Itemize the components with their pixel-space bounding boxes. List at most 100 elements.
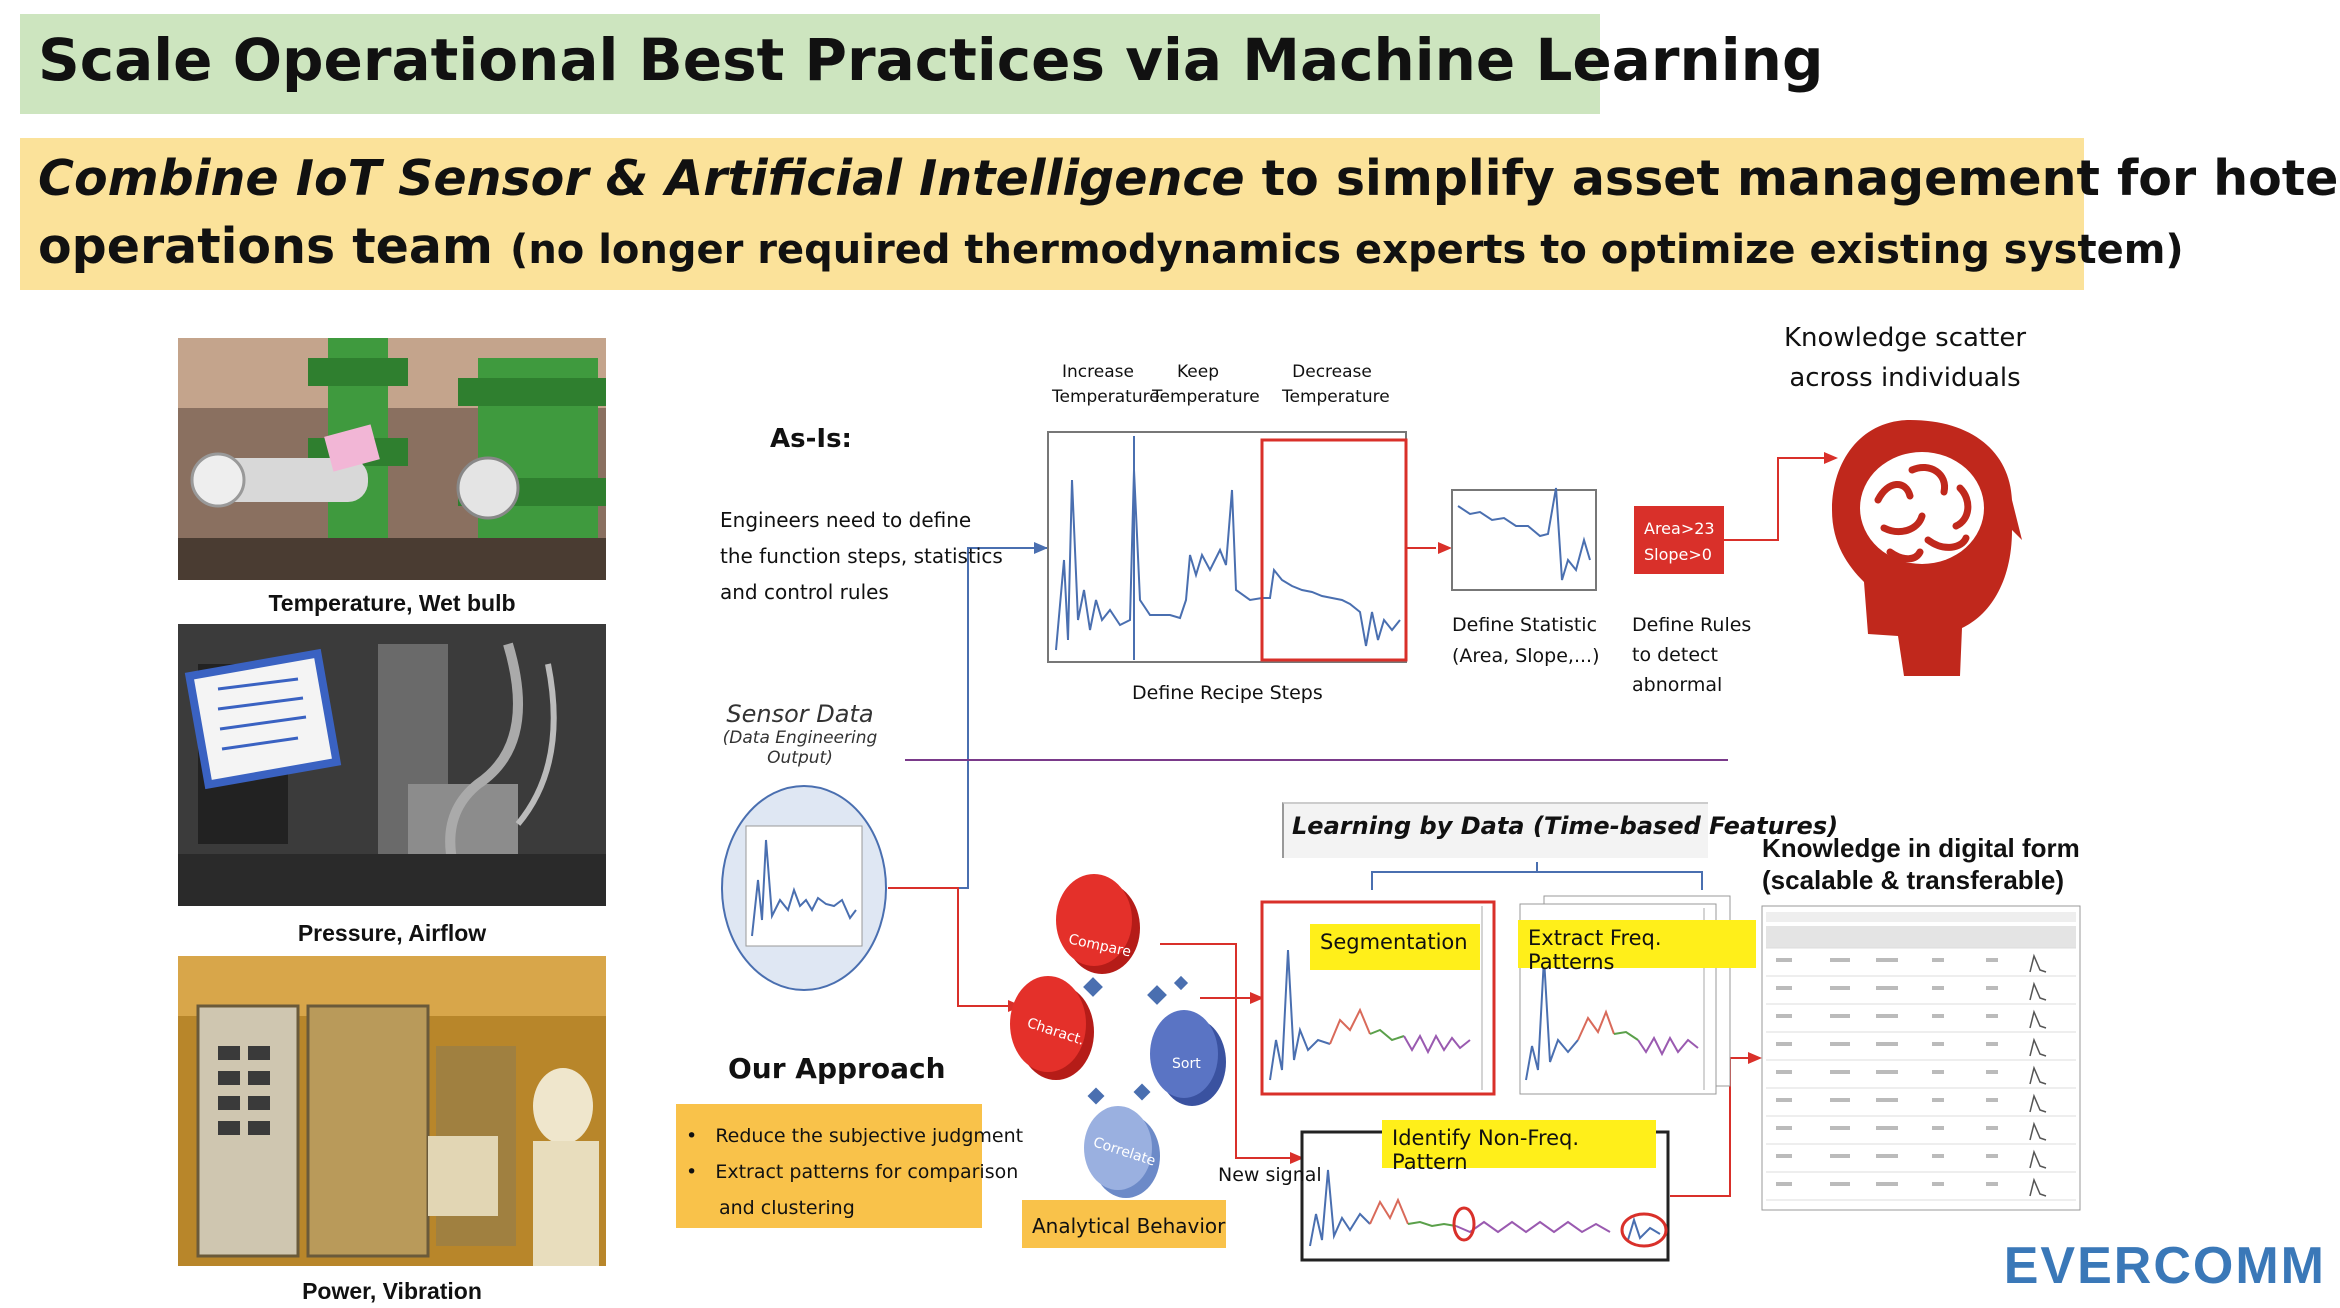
approach-bullet-1: • Reduce the subjective judgment: [686, 1118, 1023, 1154]
approach-bullet-2-text: Extract patterns for comparison: [715, 1161, 1019, 1183]
connector-behavior-to-segmentation: [1160, 943, 1302, 1159]
approach-bullet-3: and clustering: [686, 1190, 1023, 1226]
connector-rules-to-brain: [1724, 457, 1836, 541]
subtitle-banner: [20, 138, 2084, 290]
statistic-caption: Define Statistic (Area, Slope,...): [1452, 610, 1600, 672]
statistic-chart-frame: [1451, 489, 1597, 591]
evercomm-logo: EVERCOMM: [2003, 1237, 2326, 1295]
label-keep-l1: Keep: [1176, 362, 1219, 382]
label-increase-l1: Increase: [1062, 362, 1134, 382]
sensor-data-label: Sensor Data (Data Engineering Output): [700, 700, 900, 768]
arrowhead-knowledge-table: [1748, 1052, 1762, 1064]
segmentation-signal: [1269, 949, 1331, 1081]
segmentation-signal-4: [1403, 1033, 1471, 1055]
segmentation-label: Segmentation: [1310, 924, 1480, 970]
approach-bullet-2: • Extract patterns for comparison: [686, 1154, 1023, 1190]
sensor-mini-signal: [751, 839, 857, 937]
segmentation-signal-2: [1329, 1007, 1371, 1045]
knowledge-scatter-l1: Knowledge scatter: [1783, 323, 2027, 353]
knowledge-scatter-l2: across individuals: [1789, 363, 2021, 393]
extract-freq-label: Extract Freq. Patterns: [1518, 920, 1756, 974]
new-signal-label: New signal: [1218, 1164, 1322, 1186]
knowledge-digital-l2: (scalable & transferable): [1762, 865, 2065, 895]
arrowhead-seg2: [1250, 992, 1264, 1004]
statistic-signal: [1457, 487, 1591, 581]
rules-caption: Define Rules to detect abnormal: [1632, 610, 1751, 700]
bullet-dot-icon: •: [686, 1161, 716, 1183]
knowledge-table-frame: [1761, 905, 2081, 1211]
our-approach-box: [676, 1104, 982, 1228]
title-banner: [20, 14, 1600, 114]
rules-caption-l1: Define Rules: [1632, 614, 1752, 636]
segmentation-signal-3: [1369, 1028, 1405, 1042]
rules-box: [1634, 506, 1724, 574]
arrowhead-nonfreq: [1290, 1152, 1304, 1164]
photo-caption-power: Power, Vibration: [302, 1278, 482, 1304]
our-approach-bullets: • Reduce the subjective judgment • Extra…: [686, 1118, 1023, 1226]
statistic-caption-l2: (Area, Slope,...): [1452, 645, 1600, 667]
sensor-data-l1: Sensor Data: [726, 700, 874, 728]
decrease-highlight-box: [1260, 438, 1408, 662]
subtitle-line-2-main: operations team: [38, 218, 511, 275]
behavior-diamonds: [1083, 975, 1189, 1105]
subtitle-line-2: operations team (no longer required ther…: [38, 218, 2184, 275]
analytical-behavior-label: Analytical Behavior: [1032, 1214, 1226, 1238]
subtitle-line-1-rest: to simplify asset management for hotel: [1244, 150, 2340, 207]
subtitle-italic: Combine IoT Sensor & Artificial Intellig…: [38, 150, 1245, 207]
behavior-correlate: [1084, 1106, 1160, 1198]
learning-by-data-label: Learning by Data (Time-based Features): [1292, 812, 1839, 840]
nonfreq-anomaly-circle-1: [1452, 1206, 1476, 1242]
our-approach-heading: Our Approach: [728, 1052, 946, 1085]
knowledge-digital-l1: Knowledge in digital form: [1762, 833, 2080, 863]
rules-box-l2: Slope>0: [1644, 545, 1712, 564]
approach-bullet-3-text: and clustering: [719, 1197, 855, 1219]
bullet-dot-icon: •: [686, 1125, 716, 1147]
connector-nonfreq-to-table: [1670, 1058, 1731, 1197]
recipe-signal: [1055, 469, 1401, 651]
as-is-line-2: the function steps, statistics: [720, 544, 1003, 568]
learning-by-data-box: [1282, 802, 1708, 858]
rules-box-l1: Area>23: [1644, 519, 1715, 538]
connector-sensor-to-approach: [888, 887, 1020, 1007]
extract-freq-signal: [1525, 957, 1579, 1081]
behavior-sort: [1150, 1010, 1226, 1106]
statistic-caption-l1: Define Statistic: [1452, 614, 1598, 636]
as-is-description: Engineers need to define the function st…: [720, 502, 1003, 610]
behavior-sort-label: Sort: [1172, 1056, 1201, 1072]
knowledge-digital-label: Knowledge in digital form (scalable & tr…: [1762, 832, 2080, 896]
nonfreq-signal: [1309, 1169, 1371, 1247]
photo-caption-pressure: Pressure, Airflow: [297, 920, 487, 946]
identify-nonfreq-label: Identify Non-Freq. Pattern: [1382, 1120, 1656, 1174]
recipe-caption: Define Recipe Steps: [1132, 682, 1323, 704]
subtitle-line-1: Combine IoT Sensor & Artificial Intellig…: [38, 150, 2340, 207]
label-keep-l2: Temperature: [1152, 387, 1260, 407]
photo-pressure-sensor: [178, 624, 606, 906]
knowledge-head-icon: [1832, 420, 2022, 676]
label-increase-temp: Increase Temperature: [1052, 360, 1160, 410]
bracket-learning: [1371, 871, 1703, 890]
label-increase-l2: Temperature: [1052, 387, 1160, 407]
behavior-compare: [1056, 874, 1140, 974]
as-is-line-1: Engineers need to define: [720, 508, 972, 532]
label-decrease-l1: Decrease: [1292, 362, 1372, 382]
sensor-data-l2: (Data Engineering Output): [722, 728, 878, 768]
rules-caption-l2: to detect: [1632, 644, 1718, 666]
photo-power-panel: [178, 956, 606, 1266]
label-decrease-temp: Decrease Temperature: [1282, 360, 1390, 410]
photo-temperature-sensor: [178, 338, 606, 580]
knowledge-scatter-label: Knowledge scatter across individuals: [1780, 318, 2030, 398]
label-decrease-l2: Temperature: [1282, 387, 1390, 407]
as-is-line-3: and control rules: [720, 580, 889, 604]
rules-box-text: Area>23 Slope>0: [1644, 516, 1715, 568]
subtitle-line-2-small: (no longer required thermodynamics exper…: [510, 227, 2184, 273]
arrowhead-brain: [1824, 452, 1838, 464]
arrowhead-statistic: [1438, 542, 1452, 554]
as-is-heading: As-Is:: [770, 424, 852, 454]
nonfreq-anomaly-circle-2: [1620, 1212, 1668, 1248]
analytical-behavior-box: [1022, 1200, 1226, 1248]
photo-caption-temperature: Temperature, Wet bulb: [268, 590, 516, 616]
rules-caption-l3: abnormal: [1632, 674, 1723, 696]
arrowhead-recipe: [1034, 542, 1048, 554]
approach-bullet-1-text: Reduce the subjective judgment: [715, 1125, 1024, 1147]
